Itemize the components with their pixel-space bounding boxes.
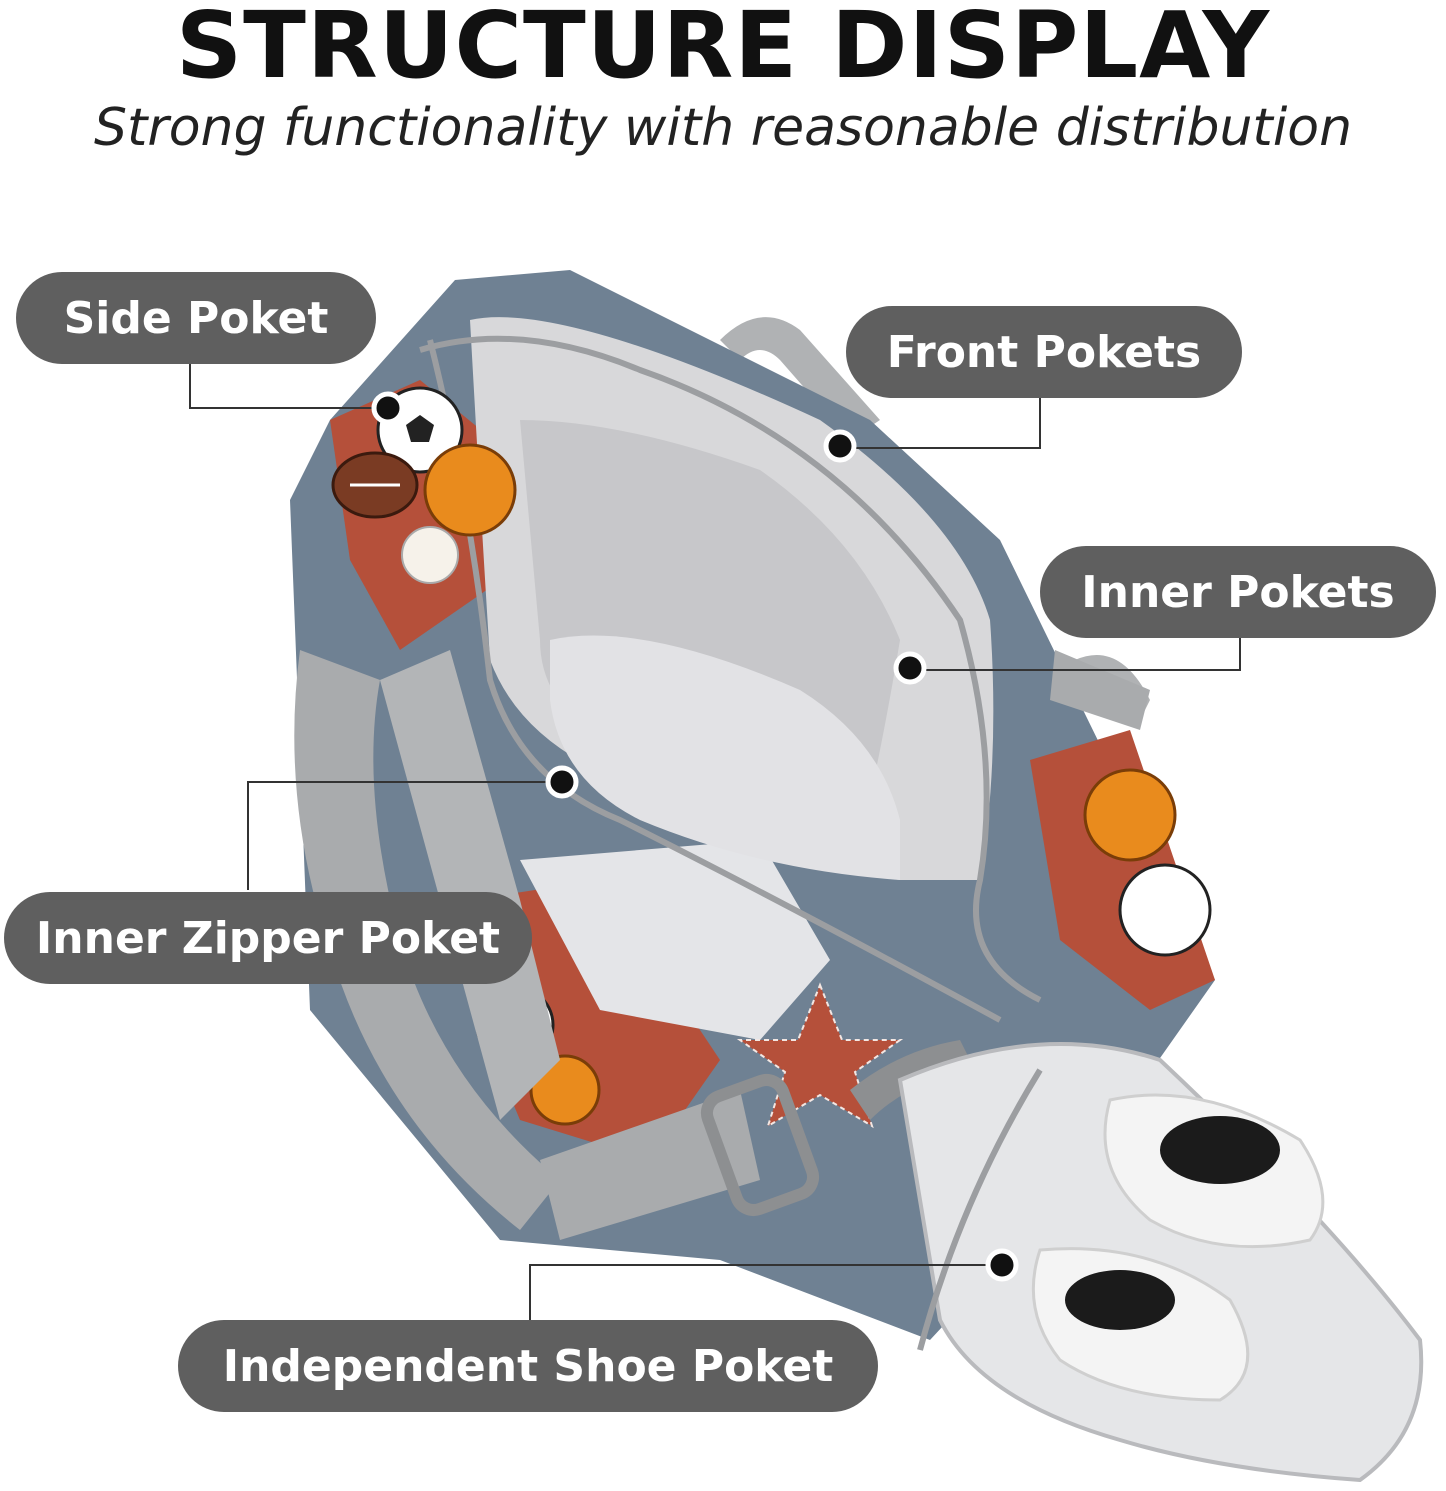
basketball-icon-right [1083,768,1177,862]
front-pocket-marker [823,429,857,463]
page-subtitle: Strong functionality with reasonable dis… [93,98,1353,158]
shoe-pocket-marker [985,1248,1019,1282]
page-title: STRUCTURE DISPLAY [175,0,1271,99]
baseball-icon [401,526,459,584]
basketball-icon [423,443,517,537]
shoe-pocket-zipper [917,1068,1043,1351]
label-side-pocket: Side Poket [16,272,376,364]
front-strap [380,650,560,1120]
soccer-ball-icon-right [1118,863,1212,957]
leader-lines [189,360,1241,1320]
label-shoe-pocket: Independent Shoe Poket [178,1320,878,1412]
basketball-icon-bottom [529,1054,601,1126]
marker-dots [371,391,1019,1282]
inner-pocket-marker [893,651,927,685]
label-front-pockets: Front Pokets [846,306,1242,398]
inner-zipper-marker [545,765,579,799]
side-pocket-marker [371,391,405,425]
label-inner-pockets: Inner Pokets [1040,546,1436,638]
buckle [700,1074,820,1216]
shoulder-strap [294,650,560,1230]
main-zipper [419,335,1042,1003]
label-inner-zipper-pocket: Inner Zipper Poket [4,892,532,984]
inner-pocket [550,635,900,880]
